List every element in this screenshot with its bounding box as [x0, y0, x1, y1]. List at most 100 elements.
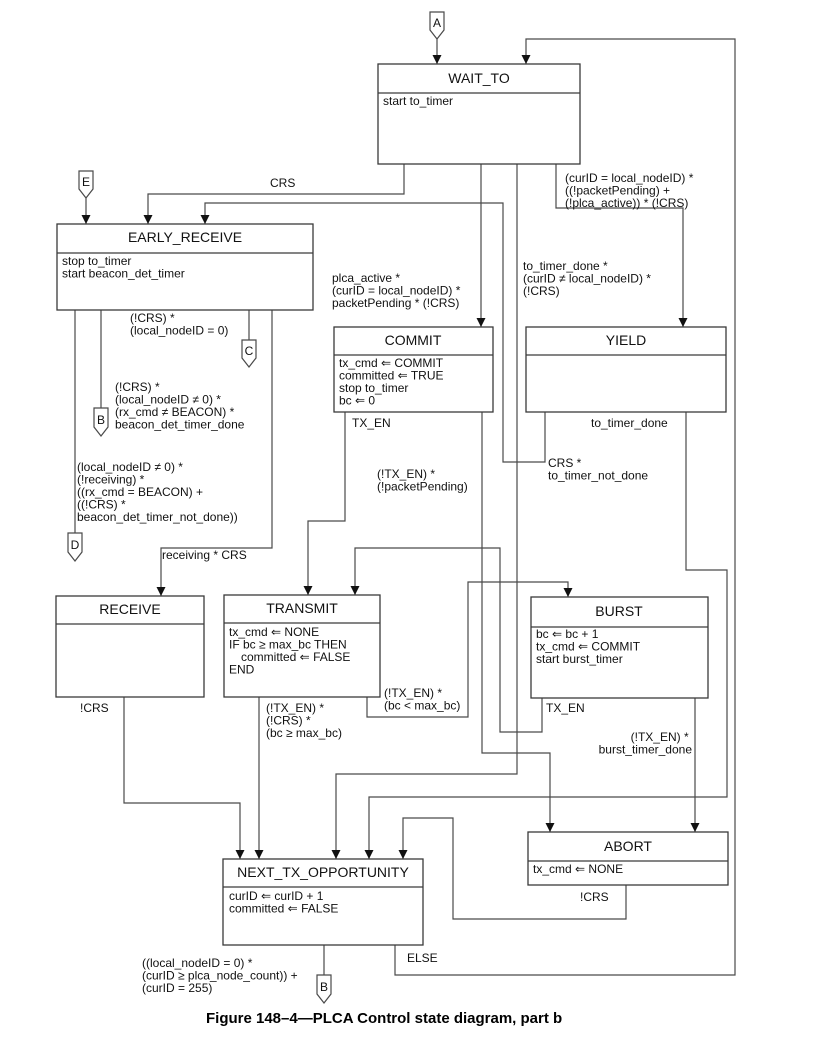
- arrow-next-tx-else-to-wait-to: [394, 38, 736, 976]
- state-name: BURST: [595, 603, 643, 619]
- label-transmit-to-next-tx: (!TX_EN) * (!CRS) * (bc ≥ max_bc): [266, 701, 342, 740]
- condition-line: (!CRS) *: [130, 311, 175, 325]
- condition-line: (curID = 255): [142, 981, 212, 995]
- state-action: curID ⇐ curID + 1: [229, 889, 324, 903]
- state-box: [527, 831, 729, 886]
- state-action: stop to_timer: [62, 254, 131, 268]
- connector-e-label: E: [82, 175, 90, 189]
- arrow-wait-to-to-yield: [555, 164, 688, 327]
- condition-line: (rx_cmd ≠ BEACON) *: [115, 405, 235, 419]
- state-action: tx_cmd ⇐ COMMIT: [536, 640, 641, 654]
- arrow-wait-to-to-early-receive: [143, 164, 405, 224]
- condition-line: (!plca_active)) * (!CRS): [565, 196, 688, 210]
- figure-caption: Figure 148–4—PLCA Control state diagram,…: [206, 1010, 562, 1027]
- label-commit-to-transmit: TX_EN: [352, 416, 391, 430]
- state-box: [222, 858, 424, 946]
- label-yield-to-early-receive: CRS * to_timer_not_done: [548, 456, 648, 483]
- condition-line: ((!packetPending) +: [565, 184, 670, 198]
- label-abort-to-next-tx: !CRS: [580, 890, 609, 904]
- condition-line: (!TX_EN) *: [377, 467, 435, 481]
- condition-line: to_timer_not_done: [548, 469, 648, 483]
- state-action: start beacon_det_timer: [62, 267, 185, 281]
- condition-line: ((local_nodeID = 0) *: [142, 956, 253, 970]
- state-action: END: [229, 663, 255, 677]
- label-receive-to-next-tx: !CRS: [80, 701, 109, 715]
- condition-line: ((rx_cmd = BEACON) +: [77, 485, 203, 499]
- condition-line: (!TX_EN) *: [631, 730, 689, 744]
- condition-line: (!TX_EN) *: [266, 701, 324, 715]
- label-early-receive-to-b: (!CRS) * (local_nodeID ≠ 0) * (rx_cmd ≠ …: [115, 380, 245, 432]
- condition-line: (!TX_EN) *: [384, 686, 442, 700]
- state-abort: ABORT tx_cmd ⇐ NONE: [527, 831, 729, 886]
- condition-line: (bc < max_bc): [384, 699, 460, 713]
- state-name: ABORT: [604, 838, 652, 854]
- arrow-commit-to-transmit: [303, 412, 346, 595]
- state-action: start burst_timer: [536, 652, 623, 666]
- state-action: tx_cmd ⇐ COMMIT: [339, 356, 444, 370]
- condition-line: (bc ≥ max_bc): [266, 726, 342, 740]
- connector-d: D: [67, 532, 83, 562]
- condition-line: (curID = local_nodeID) *: [565, 171, 694, 185]
- condition-line: (local_nodeID ≠ 0) *: [115, 393, 221, 407]
- connector-d-label: D: [71, 538, 80, 552]
- state-name: YIELD: [606, 332, 646, 348]
- connector-a-shape: [429, 11, 445, 40]
- state-action: committed ⇐ FALSE: [241, 650, 350, 664]
- state-action: committed ⇐ FALSE: [229, 902, 338, 916]
- condition-line: beacon_det_timer_done: [115, 418, 245, 432]
- state-box: [223, 594, 381, 698]
- arrow-burst-to-transmit: [350, 547, 543, 733]
- state-name: WAIT_TO: [448, 70, 510, 86]
- condition-line: (curID ≥ plca_node_count)) +: [142, 969, 298, 983]
- condition-line: (local_nodeID ≠ 0) *: [77, 460, 183, 474]
- connector-b-next: B: [316, 974, 332, 1004]
- state-action: committed ⇐ TRUE: [339, 369, 444, 383]
- label-next-tx-to-b: ((local_nodeID = 0) * (curID ≥ plca_node…: [142, 956, 301, 995]
- label-wait-to-to-next-tx: to_timer_done * (curID ≠ local_nodeID) *…: [523, 259, 654, 298]
- arrow-transmit-to-burst: [366, 581, 573, 718]
- state-action: bc ⇐ 0: [339, 394, 375, 408]
- condition-line: (curID = local_nodeID) *: [332, 284, 461, 298]
- state-yield: YIELD: [525, 326, 727, 413]
- condition-line: CRS *: [548, 456, 582, 470]
- arrow-yield-to-early-receive: [200, 202, 546, 463]
- arrow-yield-to-next-tx: [364, 412, 728, 859]
- label-wait-to-to-commit: plca_active * (curID = local_nodeID) * p…: [332, 271, 464, 310]
- connector-b-early-shape: [93, 407, 109, 437]
- arrow-receive-to-next-tx: [123, 697, 245, 859]
- connector-c: C: [241, 339, 257, 368]
- state-name: NEXT_TX_OPPORTUNITY: [237, 864, 409, 880]
- label-commit-to-abort: (!TX_EN) * (!packetPending): [377, 467, 468, 494]
- state-action: IF bc ≥ max_bc THEN: [229, 638, 347, 652]
- label-wait-to-to-yield: (curID = local_nodeID) * ((!packetPendin…: [565, 171, 697, 210]
- condition-line: (!packetPending): [377, 480, 468, 494]
- label-burst-to-abort: (!TX_EN) * burst_timer_done: [599, 730, 693, 757]
- state-action: start to_timer: [383, 94, 453, 108]
- state-action: tx_cmd ⇐ NONE: [229, 625, 319, 639]
- label-next-tx-to-wait-to: ELSE: [407, 951, 438, 965]
- condition-line: to_timer_done *: [523, 259, 608, 273]
- state-box: [56, 223, 314, 311]
- state-name: COMMIT: [385, 332, 442, 348]
- state-name: TRANSMIT: [266, 600, 338, 616]
- state-early-receive: EARLY_RECEIVE stop to_timer start beacon…: [56, 223, 314, 311]
- label-early-receive-to-receive: receiving * CRS: [162, 548, 247, 562]
- label-burst-to-transmit: TX_EN: [546, 701, 585, 715]
- connector-b-early: B: [93, 407, 109, 437]
- connector-b-next-shape: [316, 974, 332, 1004]
- label-early-receive-to-d: (local_nodeID ≠ 0) * (!receiving) * ((rx…: [77, 460, 238, 524]
- label-wait-to-to-early-receive: CRS: [270, 176, 295, 190]
- label-yield-to-next-tx: to_timer_done: [591, 416, 668, 430]
- arrow-abort-to-next-tx: [398, 817, 627, 920]
- condition-line: packetPending * (!CRS): [332, 296, 459, 310]
- condition-line: (!CRS): [523, 284, 560, 298]
- condition-line: ((!CRS) *: [77, 498, 126, 512]
- state-box: [530, 596, 709, 699]
- condition-line: plca_active *: [332, 271, 400, 285]
- condition-line: (!CRS) *: [115, 380, 160, 394]
- state-action: bc ⇐ bc + 1: [536, 627, 599, 641]
- connector-c-shape: [241, 339, 257, 368]
- connector-b-early-label: B: [97, 413, 105, 427]
- condition-line: (curID ≠ local_nodeID) *: [523, 272, 651, 286]
